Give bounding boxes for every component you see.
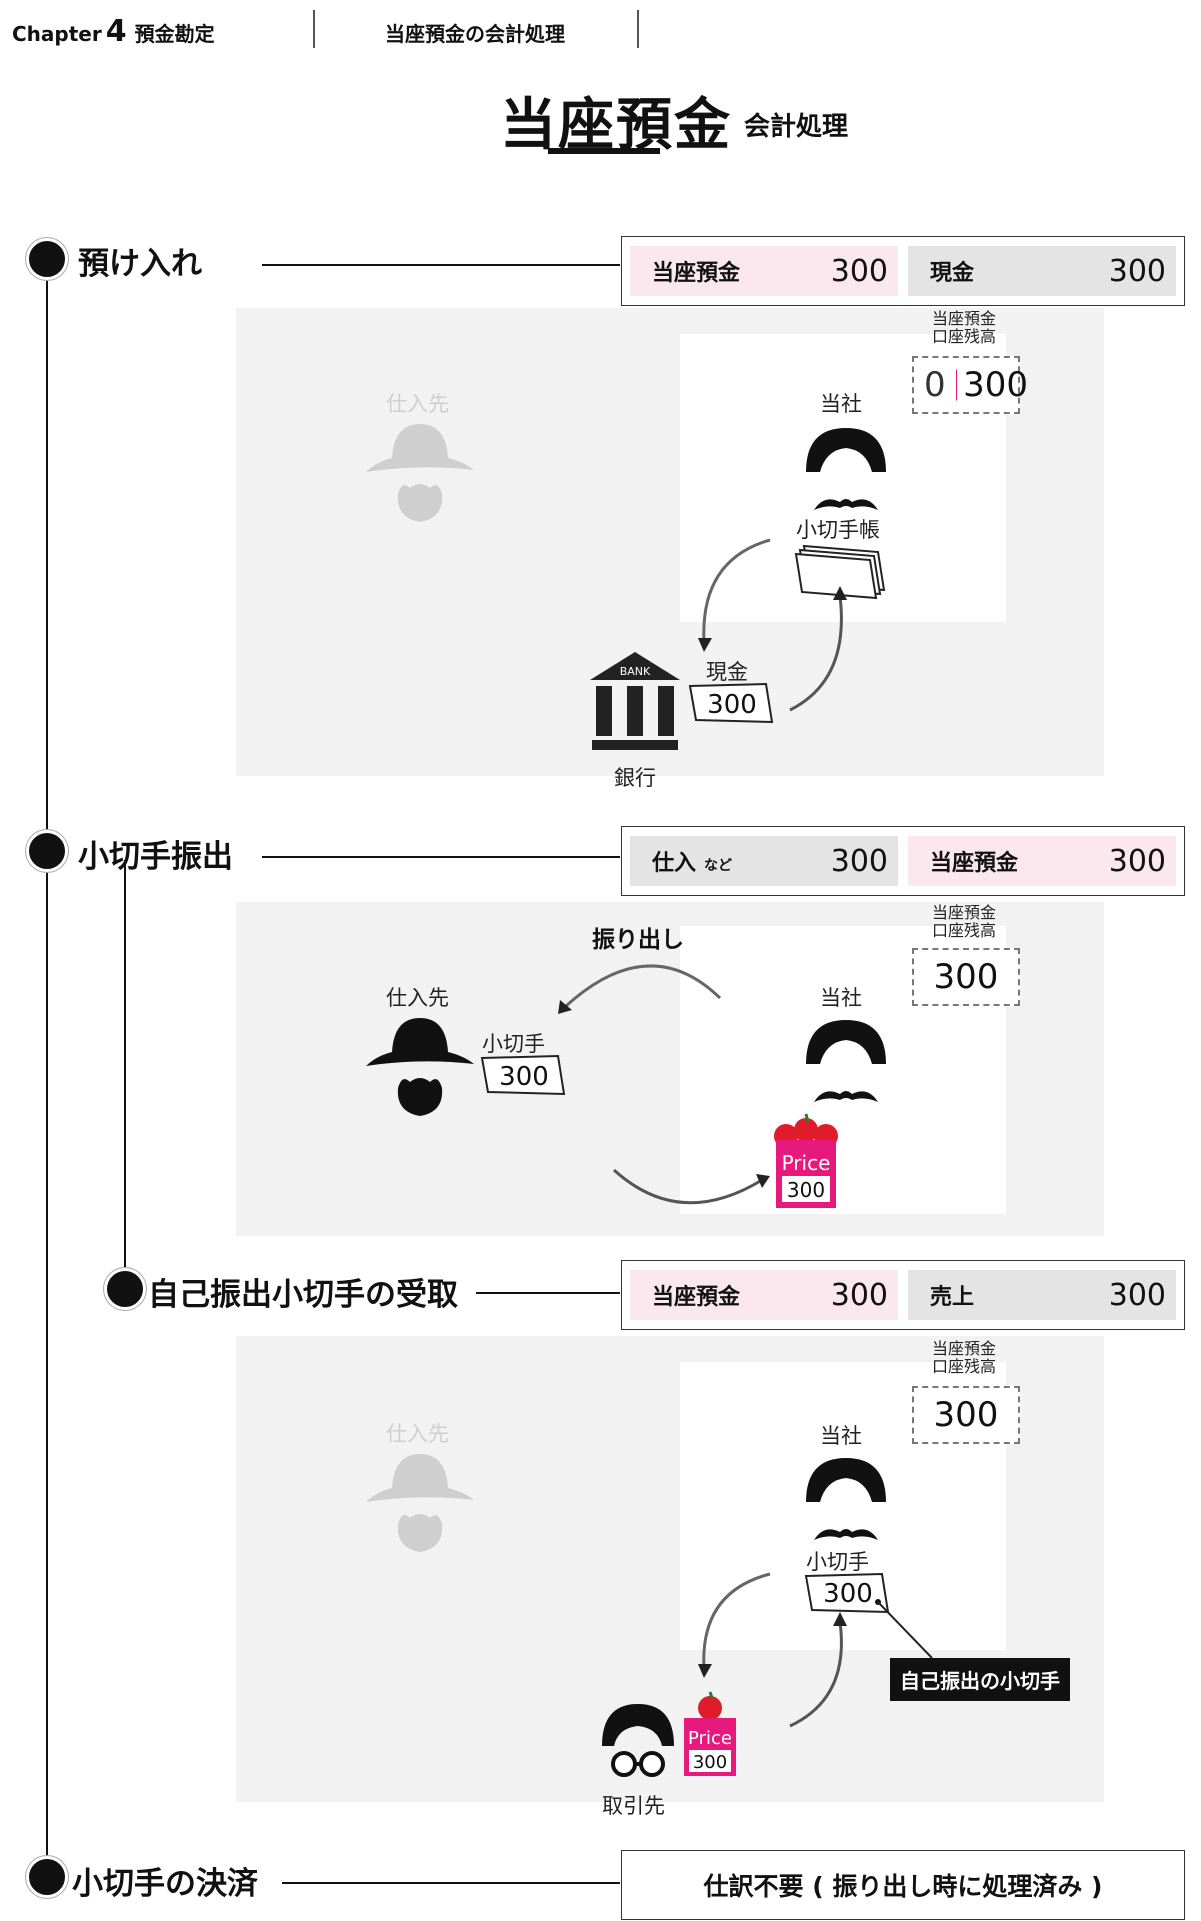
check-icon: 300 [480,1054,566,1098]
customer-label: 取引先 [602,1790,665,1820]
credit-value: 300 [1109,254,1166,289]
bank-label: 銀行 [614,762,656,792]
issue-label: 振り出し [592,920,684,954]
debit-cell: 当座預金 300 [630,246,898,296]
step-label-issue-check: 小切手振出 [78,831,233,876]
credit-account: 売上 [930,1279,974,1311]
chapter-word: Chapter [12,22,102,46]
price-word: Price [688,1728,732,1749]
step-marker [26,238,68,280]
step-marker [104,1268,146,1310]
company-figure-icon [800,1450,892,1550]
credit-cell: 当座預金 300 [908,836,1176,886]
balance-caption: 当座預金 口座残高 [912,310,1016,346]
debit-value: 300 [831,844,888,879]
price-value: 300 [693,1752,727,1773]
title-underline [548,148,660,154]
debit-cell: 仕入など 300 [630,836,898,886]
supplier-figure-icon [360,410,480,530]
step-marker [26,1856,68,1898]
timeline-main-line [46,260,48,1860]
company-figure-icon [800,1012,892,1112]
apple-goods-icon: Price 300 [770,1110,842,1212]
check-value: 300 [499,1062,549,1092]
balance-box: 300 [912,948,1020,1006]
settlement-text: 仕訳不要 ( 振り出し時に処理済み ) [704,1867,1103,1903]
company-figure-icon [800,420,892,520]
debit-value: 300 [831,1278,888,1313]
credit-cell: 現金 300 [908,246,1176,296]
supplier-figure-icon [360,1004,480,1124]
connector-line [262,856,620,858]
balance-value: 300 [934,1395,999,1435]
price-word: Price [782,1151,831,1175]
debit-account: 当座預金 [652,255,740,287]
own-check-tag: 自己振出の小切手 [890,1658,1070,1701]
cash-note-icon: 300 [688,682,774,726]
bank-icon: BANK [588,650,682,754]
balance-value: 300 [934,957,999,997]
issue-arrow-icon [550,950,730,1020]
apple-goods-icon: Price 300 [680,1690,740,1780]
header-divider [313,10,315,48]
company-label: 当社 [820,982,862,1012]
credit-value: 300 [1109,1278,1166,1313]
pointer-line-icon [876,1600,936,1662]
balance-box: 0 300 [912,356,1020,414]
section-title: 当座預金の会計処理 [385,18,565,47]
credit-value: 300 [1109,844,1166,879]
step-label-deposit: 預け入れ [78,238,202,283]
goods-arrow-icon [610,1160,780,1230]
balance-box: 300 [912,1386,1020,1444]
chapter-title: 預金勘定 [135,22,215,46]
debit-account: 当座預金 [652,1279,740,1311]
step-label-receive-own-check: 自己振出小切手の受取 [148,1269,458,1314]
chapter-number: 4 [106,14,127,49]
balance-from: 0 [924,365,946,405]
price-value: 300 [787,1178,825,1202]
debit-cell: 当座預金 300 [630,1270,898,1320]
header-divider [637,10,639,48]
customer-figure-icon [598,1700,678,1784]
credit-cell: 売上 300 [908,1270,1176,1320]
connector-line [476,1292,620,1294]
connector-line [282,1882,620,1884]
balance-caption: 当座預金 口座残高 [912,904,1016,940]
page-subtitle: 会計処理 [744,106,848,143]
journal-entry-deposit: 当座預金 300 現金 300 [621,236,1185,306]
company-label: 当社 [820,388,862,418]
credit-account: 現金 [930,255,974,287]
balance-to: 300 [963,365,1028,405]
journal-entry-receive: 当座預金 300 売上 300 [621,1260,1185,1330]
bank-sign: BANK [620,665,651,678]
settlement-note: 仕訳不要 ( 振り出し時に処理済み ) [621,1850,1185,1920]
journal-entry-issue: 仕入など 300 当座預金 300 [621,826,1185,896]
company-label: 当社 [820,1420,862,1450]
debit-value: 300 [831,254,888,289]
credit-account: 当座預金 [930,845,1018,877]
connector-line [262,264,620,266]
step-marker [26,830,68,872]
supplier-figure-icon [360,1440,480,1560]
step-label-settlement: 小切手の決済 [72,1858,258,1903]
timeline-branch-line [124,860,126,1290]
arrow-right-icon [954,367,957,403]
balance-caption: 当座預金 口座残高 [912,1340,1016,1376]
debit-account: 仕入など [652,845,732,877]
cash-value: 300 [707,690,757,720]
